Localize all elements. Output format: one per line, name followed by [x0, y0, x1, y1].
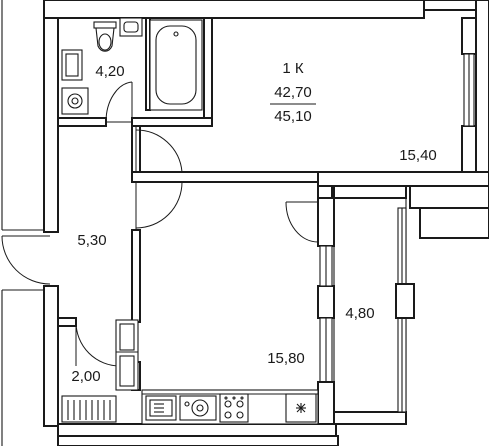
- kitchen-sink-icon: [145, 395, 177, 421]
- living-area-label: 42,70: [274, 84, 312, 101]
- washing-machine-icon: [61, 87, 89, 115]
- apartment-type-label: 1 К: [282, 60, 304, 77]
- washbasin-icon: [119, 17, 143, 37]
- hallway-area-label: 5,30: [77, 232, 106, 249]
- toilet-icon: [93, 21, 117, 52]
- loggia-area-label: 4,80: [345, 305, 374, 322]
- kitchen-area-label: 15,80: [267, 350, 305, 367]
- doors: [1, 81, 319, 367]
- bathroom-area-label: 4,20: [95, 63, 124, 80]
- wardrobe: [115, 319, 139, 391]
- dishwasher-icon: [179, 395, 217, 421]
- room-area-label: 15,40: [399, 147, 437, 164]
- labels: 1 К 42,70 45,10 4,20 15,40 5,30 15,80 4,…: [71, 60, 436, 385]
- radiator-icon: [61, 395, 117, 423]
- fridge-icon: [285, 393, 317, 423]
- total-area-label: 45,10: [274, 108, 312, 125]
- storage-area-label: 2,00: [71, 368, 100, 385]
- loggia: [317, 185, 415, 425]
- bathtub-icon: [149, 19, 203, 111]
- bathroom-shelf: [61, 49, 83, 81]
- stove-icon: [219, 393, 249, 423]
